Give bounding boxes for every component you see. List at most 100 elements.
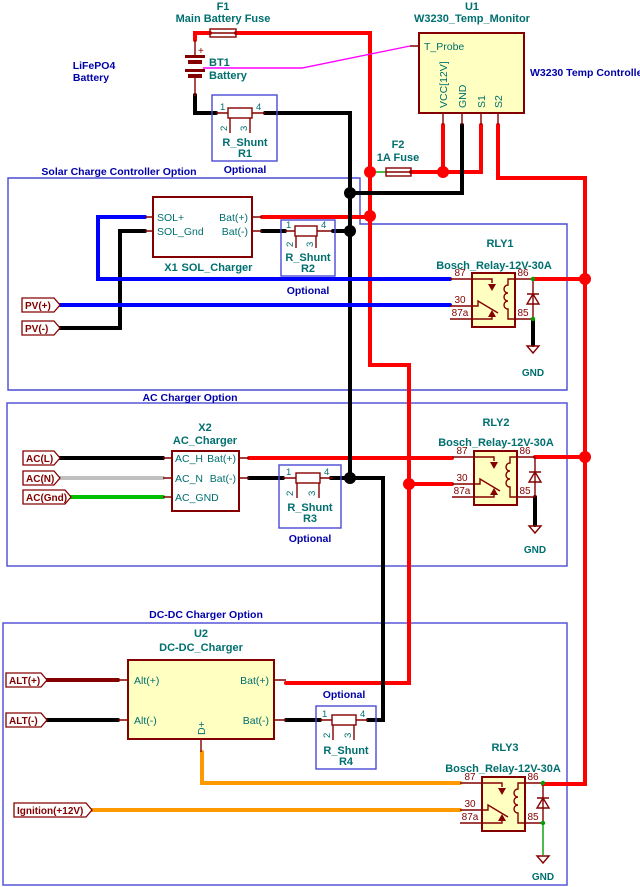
- x1-value: SOL_Charger: [182, 262, 254, 274]
- shunt-pins: [320, 719, 368, 740]
- shunt-pin-2: 2: [285, 491, 296, 496]
- relay-rly3[interactable]: RLY3 Bosch_Relay-12V-30A 87 30 87a 86 85…: [445, 742, 561, 883]
- u1-note: W3230 Temp Controller: [530, 67, 640, 79]
- wire-sol-positive-to-rly1-87: [96, 215, 452, 281]
- relay-coil-icon: [503, 278, 515, 320]
- relay-pin-86: 86: [519, 446, 531, 457]
- section-title-solar: Solar Charge Controller Option: [41, 166, 196, 178]
- battery-icon: [185, 55, 205, 78]
- u2-body: [127, 659, 275, 740]
- shunt-r4-optional-note: Optional: [323, 689, 366, 701]
- shunt-r3[interactable]: 1 4 2 3 R_Shunt R3: [278, 464, 342, 529]
- shunt-value: R_Shunt: [323, 745, 369, 757]
- shunt-r1-optional-note: Optional: [224, 164, 267, 176]
- net-label-alt-negative[interactable]: ALT(-): [5, 712, 48, 728]
- fuse-f2[interactable]: F2 1A Fuse: [377, 139, 419, 177]
- net-label-ac-ground[interactable]: AC(Gnd): [22, 489, 72, 505]
- wire-u1-s2-relay-coil-bus: [496, 123, 587, 786]
- battery-bt1[interactable]: + BT1 Battery LiFePO4 Battery: [73, 40, 248, 96]
- shunt-pin-1: 1: [286, 220, 291, 231]
- relay-pin-86: 86: [517, 268, 529, 279]
- solar-option-box: [7, 177, 568, 391]
- relay-value: Bosch_Relay-12V-30A: [445, 763, 561, 775]
- u1-pin-stubs: [410, 45, 499, 125]
- junctions: [344, 166, 591, 490]
- fuse-f1-value: Main Battery Fuse: [176, 13, 271, 25]
- net-label-ac-neutral[interactable]: AC(N): [22, 470, 61, 486]
- u2-pin-alt-positive: Alt(+): [134, 675, 159, 687]
- net-label-alt-positive[interactable]: ALT(+): [5, 672, 48, 688]
- dcdc-charger-u2[interactable]: Alt(+) Alt(-) Bat(+) Bat(-) D+ U2 DC-DC_…: [118, 628, 286, 752]
- x2-pin-ac-h: AC_H: [175, 453, 203, 465]
- shunt-pin-2: 2: [322, 733, 333, 738]
- temp-monitor-u1[interactable]: T_Probe VCC[12V] GND S1 S2 U1 W3230_Temp…: [410, 1, 640, 125]
- relay-coil-icon: [505, 456, 517, 498]
- relay-value: Bosch_Relay-12V-30A: [438, 437, 554, 449]
- x1-pin-bat-positive: Bat(+): [219, 212, 248, 224]
- contact-arrow-down-icon: [488, 284, 496, 291]
- net-label-text: PV(+): [25, 301, 51, 312]
- contact-arrow-up-icon: [498, 814, 506, 821]
- solar-charger-x1[interactable]: SOL+ SOL_Gnd Bat(+) Bat(-) X1 SOL_Charge…: [145, 196, 262, 274]
- net-label-ignition[interactable]: Ignition(+12V): [13, 802, 93, 818]
- shunt-pin-2: 2: [285, 242, 296, 247]
- relay-pin-87: 87: [456, 446, 468, 457]
- contact-arrow-down-icon: [498, 788, 506, 795]
- net-label-text: PV(-): [25, 324, 48, 335]
- relay-ref: RLY1: [486, 238, 513, 250]
- junction-dot: [579, 273, 591, 285]
- wire-d-plus-to-rly3-87: [200, 750, 462, 785]
- x2-pin-ac-n: AC_N: [175, 473, 203, 485]
- net-label-pv-negative[interactable]: PV(-): [21, 320, 61, 336]
- net-label-shape: [13, 802, 93, 818]
- shunt-r2-optional-note: Optional: [287, 285, 330, 297]
- u1-pin-s1: S1: [476, 95, 488, 108]
- relay-rly2[interactable]: RLY2 Bosch_Relay-12V-30A 87 30 87a 86 85…: [438, 417, 554, 556]
- shunt-r4[interactable]: 1 4 2 3 R_Shunt R4: [315, 705, 377, 770]
- junction-dot: [364, 210, 376, 222]
- contact-arrow-down-icon: [490, 462, 498, 469]
- relay-rly1[interactable]: RLY1 Bosch_Relay-12V-30A 87 30 87a 86 85…: [436, 238, 552, 379]
- wire-battery-to-f1: [193, 31, 212, 42]
- shunt-pins: [216, 112, 265, 133]
- wire-temp-probe: [203, 45, 411, 69]
- relay-pin-30: 30: [456, 473, 468, 484]
- battery-note-line2: Battery: [73, 72, 109, 84]
- relay-pin-85: 85: [517, 308, 529, 319]
- relay-pin-85: 85: [527, 812, 539, 823]
- u2-pin-stubs: [118, 679, 286, 752]
- net-label-pv-positive[interactable]: PV(+): [21, 297, 61, 313]
- junction-dot: [437, 166, 449, 178]
- section-title-dcdc: DC-DC Charger Option: [149, 609, 263, 621]
- battery-note-line1: LiFePO4: [73, 60, 116, 72]
- shunt-pin-4: 4: [324, 467, 329, 478]
- shunt-pin-3: 3: [343, 733, 354, 738]
- x2-body: [171, 450, 240, 512]
- wire-battery-negative: [193, 93, 218, 115]
- x1-pin-stubs: [145, 216, 262, 232]
- shunt-r2[interactable]: 1 4 2 3 R_Shunt R2: [280, 219, 336, 277]
- ground-icon: [527, 525, 543, 535]
- shunt-r1[interactable]: 1 4 2 3 R_Shunt R1: [211, 94, 278, 162]
- section-title-ac: AC Charger Option: [142, 392, 237, 404]
- u2-value: DC-DC_Charger: [159, 642, 243, 654]
- x2-value: AC_Charger: [173, 435, 238, 447]
- relay-ref: RLY3: [491, 742, 518, 754]
- shunt-pin-1: 1: [322, 709, 327, 720]
- relay-pin-87: 87: [464, 772, 476, 783]
- shunt-pin-3: 3: [305, 242, 316, 247]
- pin-connection-dot: [540, 820, 546, 826]
- flyback-diode-icon: [525, 292, 541, 305]
- ac-charger-x2[interactable]: AC_H AC_N AC_GND Bat(+) Bat(-) X2 AC_Cha…: [163, 422, 249, 512]
- ac-option-box: [6, 402, 568, 567]
- shunt-pin-1: 1: [286, 467, 291, 478]
- wire-main-positive-bus: [234, 31, 411, 685]
- fuse-f1[interactable]: F1 Main Battery Fuse: [176, 1, 271, 38]
- relay-pin-87a: 87a: [454, 486, 471, 497]
- fuse-f1-ref: F1: [217, 1, 230, 13]
- ground-label: GND: [522, 368, 544, 379]
- u2-pin-bat-negative: Bat(-): [243, 715, 269, 727]
- x2-pin-stubs: [163, 457, 249, 498]
- net-label-ac-line[interactable]: AC(L): [22, 450, 61, 466]
- relay-pin-87: 87: [454, 268, 466, 279]
